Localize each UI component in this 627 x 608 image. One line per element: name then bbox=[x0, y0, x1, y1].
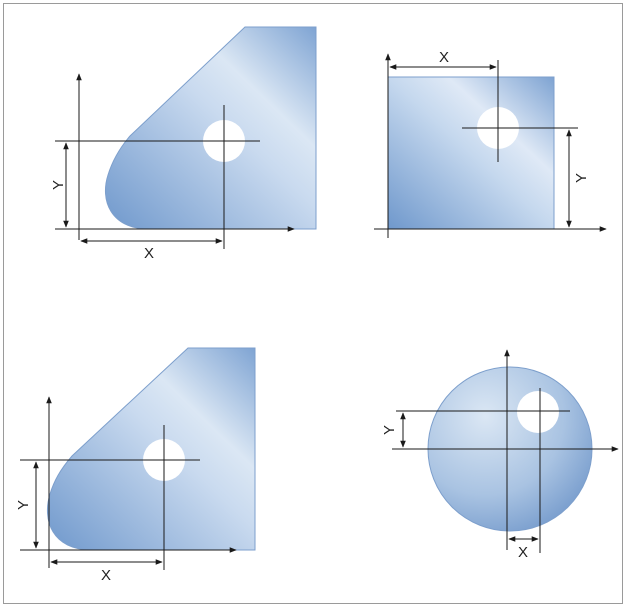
panel-bottom-left: Y X bbox=[15, 347, 256, 584]
plate-shape bbox=[387, 76, 555, 230]
x-label: X bbox=[144, 245, 154, 262]
y-label: Y bbox=[573, 173, 590, 183]
y-label: Y bbox=[50, 180, 67, 190]
y-label: Y bbox=[381, 425, 398, 435]
y-label: Y bbox=[15, 500, 32, 510]
x-label: X bbox=[439, 49, 449, 66]
x-label: X bbox=[518, 544, 528, 561]
panel-bottom-right: Y X bbox=[381, 349, 619, 561]
panel-top-left: Y X bbox=[50, 26, 317, 262]
panel-top-right: X Y bbox=[374, 49, 607, 238]
hole bbox=[517, 391, 559, 433]
x-label: X bbox=[101, 567, 111, 584]
